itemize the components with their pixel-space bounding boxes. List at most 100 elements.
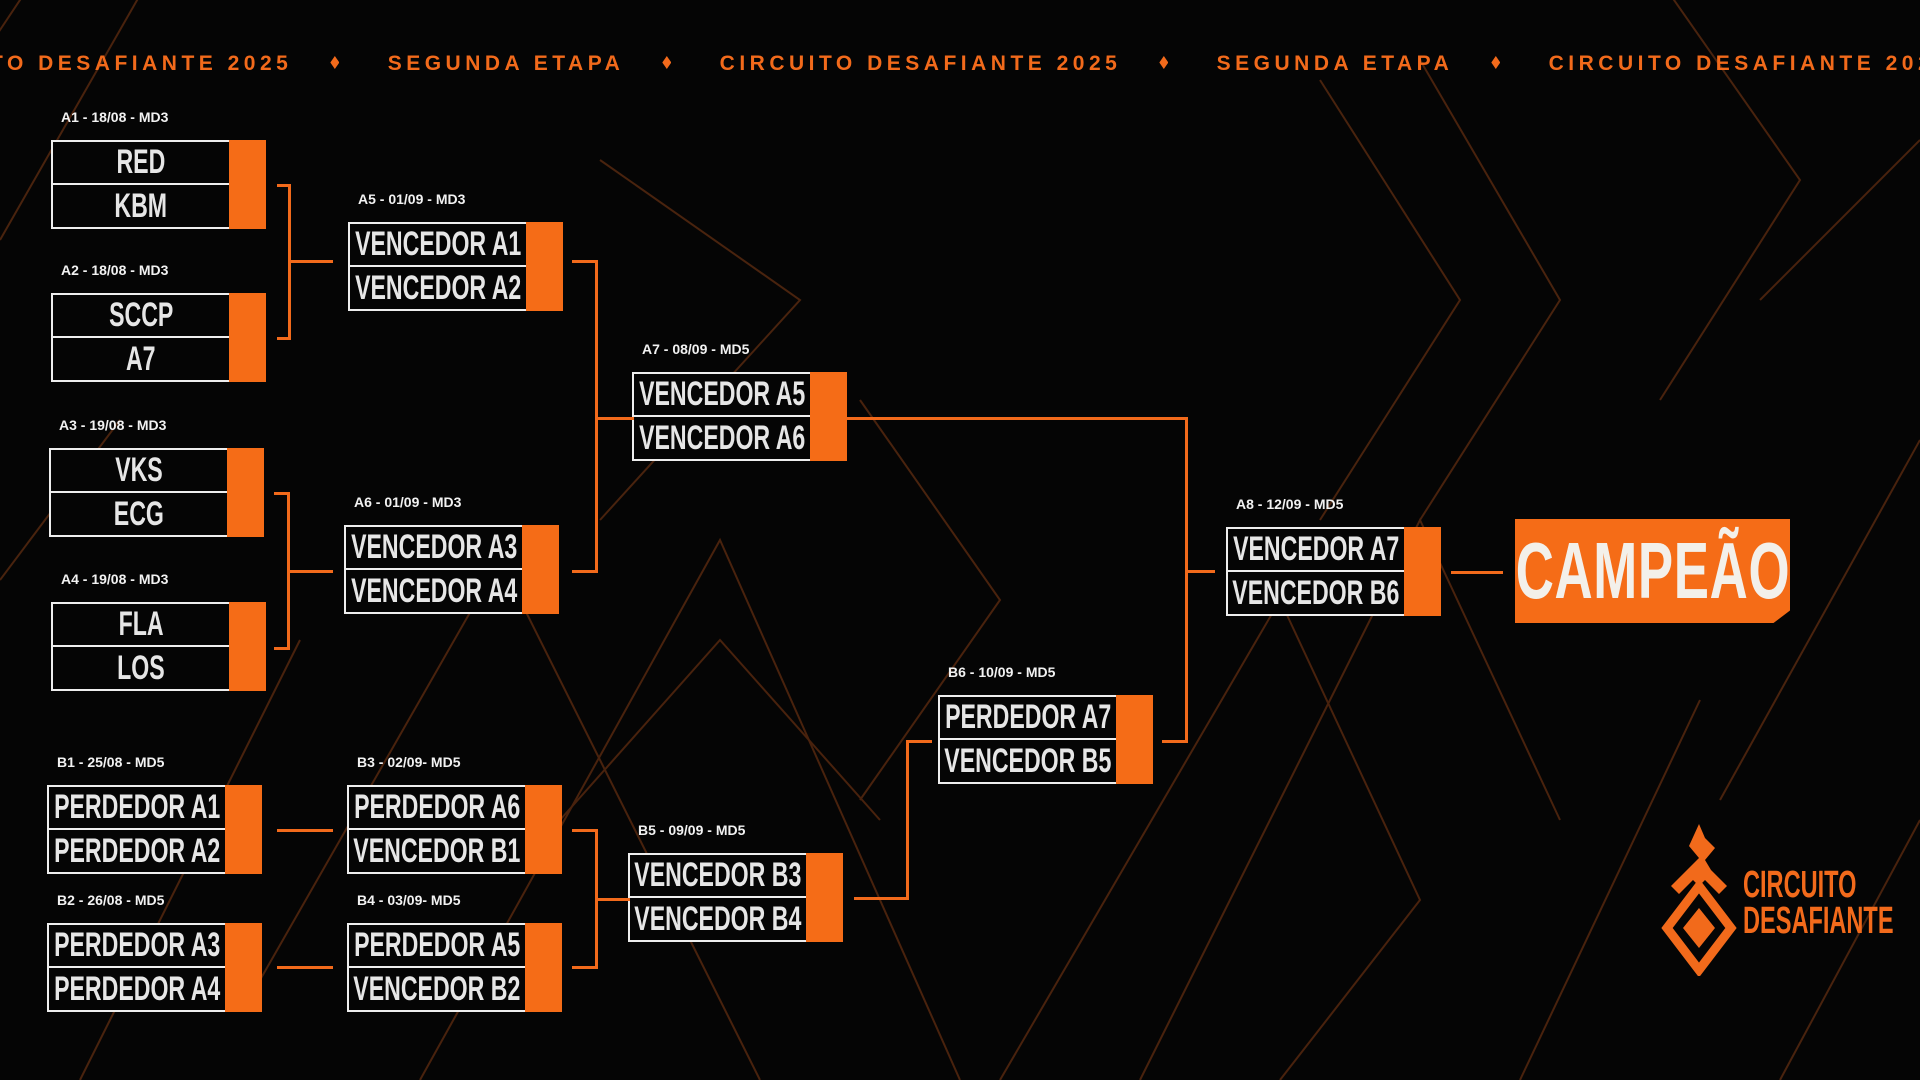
bracket-connector [571,569,598,573]
team-name: VENCEDOR A6 [638,418,806,457]
team-name: PERDEDOR A7 [944,698,1112,736]
team-slot: PERDEDOR A2 [47,830,262,874]
bracket-connector [1161,739,1188,743]
team-slot: VENCEDOR B2 [347,968,562,1012]
bracket-connector [853,896,909,900]
team-slot: FLA [51,602,266,647]
team-name: VENCEDOR A5 [638,375,806,413]
score-box [526,267,563,311]
bracket-connector [273,646,290,650]
team-slot: VENCEDOR A1 [348,222,563,267]
score-box [1404,572,1441,616]
team-slot: PERDEDOR A4 [47,968,262,1012]
team-name: PERDEDOR A3 [53,926,221,964]
team-name: ECG [113,494,165,533]
bracket-connector [571,828,598,832]
score-box [810,372,847,417]
team-slot: A7 [51,338,266,382]
circuito-desafiante-logo: CIRCUITO DESAFIANTE [1659,824,1894,978]
score-box [1116,695,1153,740]
logo-line-2: DESAFIANTE [1743,900,1894,942]
champion-label: CAMPEÃO [1515,526,1790,615]
team-slot: VENCEDOR A2 [348,267,563,311]
score-box [525,830,562,874]
team-name: PERDEDOR A1 [53,788,221,826]
bracket-connector [1450,570,1503,574]
team-slot: VENCEDOR A6 [632,417,847,461]
bracket-connector [273,491,290,495]
team-slot: PERDEDOR A7 [938,695,1153,740]
bracket-connector [276,183,291,187]
score-box [806,853,843,898]
diamond-separator-icon [330,56,340,69]
team-slot: LOS [51,647,266,691]
top-banner: TO DESAFIANTE 2025 SEGUNDA ETAPA CIRCUIT… [0,52,1920,76]
flame-diamond-icon [1661,824,1737,978]
score-box [225,830,262,874]
team-slot: PERDEDOR A1 [47,785,262,830]
banner-item: CIRCUITO DESAFIANTE 2025 [1548,52,1920,75]
bracket-connector [276,828,333,832]
score-box [525,785,562,830]
team-name: KBM [114,186,168,225]
bracket-connector [594,259,598,573]
team-name: VENCEDOR B3 [634,856,802,894]
bracket-connector [594,897,630,901]
team-name: RED [116,143,166,181]
team-name: PERDEDOR A5 [353,926,521,964]
team-slot: VENCEDOR B4 [628,898,843,942]
team-slot: VENCEDOR A3 [344,525,559,570]
bracket-connector [594,416,634,420]
team-slot: SCCP [51,293,266,338]
banner-item: SEGUNDA ETAPA [387,52,625,75]
match-label: A7 - 08/09 - MD5 [642,341,750,357]
team-name: PERDEDOR A2 [53,831,221,870]
team-name: PERDEDOR A6 [353,788,521,826]
team-slot: ECG [49,493,264,537]
team-name: VENCEDOR A7 [1232,530,1400,568]
team-slot: PERDEDOR A3 [47,923,262,968]
match-label: A5 - 01/09 - MD3 [358,191,466,207]
team-slot: VENCEDOR B6 [1226,572,1441,616]
team-name: FLA [118,605,164,643]
score-box [229,185,266,229]
team-name: VENCEDOR A4 [350,571,518,610]
match-label: A1 - 18/08 - MD3 [61,109,169,125]
banner-item: TO DESAFIANTE 2025 [0,52,293,75]
team-slot: PERDEDOR A6 [347,785,562,830]
banner-item: SEGUNDA ETAPA [1216,52,1454,75]
bracket-connector [287,259,333,263]
bracket-connector [1184,569,1215,573]
team-slot: VENCEDOR A7 [1226,527,1441,572]
score-box [229,338,266,382]
champion-box: CAMPEÃO [1515,519,1790,623]
team-name: VENCEDOR A2 [354,268,522,307]
team-name: VENCEDOR B2 [353,969,521,1008]
diamond-separator-icon [1491,56,1501,69]
bracket-connector [905,739,909,900]
bracket-connector [276,336,291,340]
team-slot: PERDEDOR A5 [347,923,562,968]
score-box [229,140,266,185]
score-box [227,493,264,537]
bracket-connector [844,416,1188,420]
score-box [229,647,266,691]
score-box [225,785,262,830]
match-label: B3 - 02/09- MD5 [357,754,461,770]
team-name: VENCEDOR A1 [354,225,522,263]
score-box [525,968,562,1012]
team-slot: VENCEDOR A4 [344,570,559,614]
